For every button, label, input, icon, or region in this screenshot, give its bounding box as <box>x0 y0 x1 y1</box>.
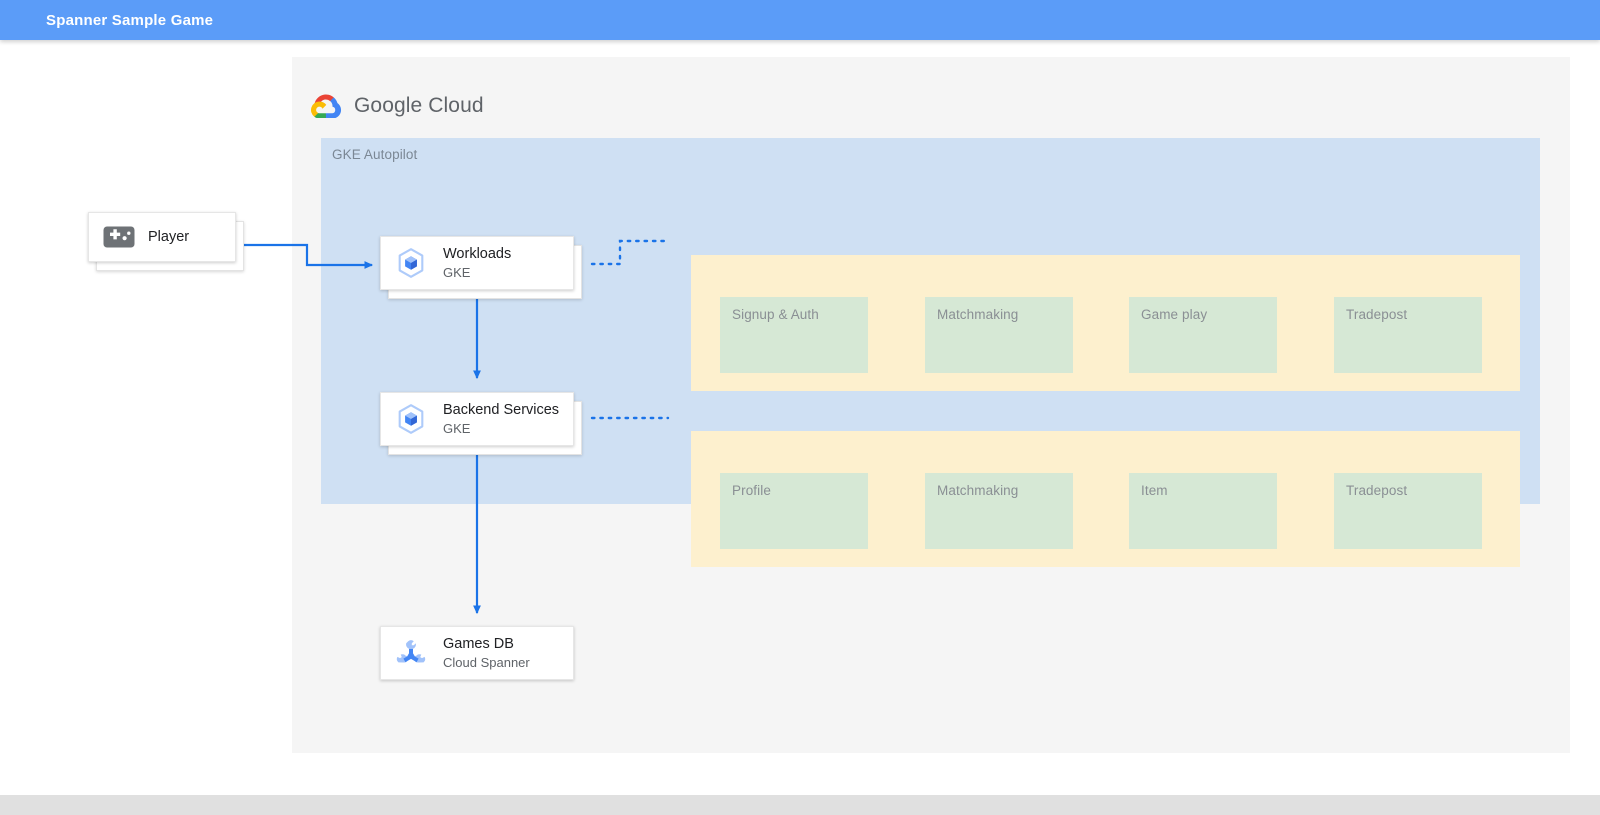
page-title: Spanner Sample Game <box>46 11 214 29</box>
gamepad-icon <box>103 225 135 249</box>
service-box-label: Item <box>1141 483 1168 498</box>
gke-autopilot-label: GKE Autopilot <box>332 147 418 162</box>
app-header-bar: Spanner Sample Game <box>0 0 1600 40</box>
node-title: Backend Services <box>443 401 560 418</box>
node-workloads[interactable]: Workloads GKE <box>380 236 582 299</box>
service-box-label: Matchmaking <box>937 307 1019 322</box>
node-games-db[interactable]: Games DB Cloud Spanner <box>380 626 574 680</box>
node-card-text: Player <box>148 229 189 246</box>
service-box-label: Game play <box>1141 307 1208 322</box>
node-card[interactable]: Games DB Cloud Spanner <box>380 626 574 680</box>
architecture-diagram-panel: Google Cloud GKE Autopilot Signup & Auth… <box>292 57 1570 753</box>
google-cloud-logo-icon <box>310 93 342 118</box>
service-box: Matchmaking <box>925 297 1073 373</box>
service-box-label: Matchmaking <box>937 483 1019 498</box>
node-backend-services[interactable]: Backend Services GKE <box>380 392 582 455</box>
node-title: Player <box>148 228 190 245</box>
footer-strip <box>0 795 1600 815</box>
service-box: Game play <box>1129 297 1277 373</box>
gke-autopilot-panel: GKE Autopilot Signup & Auth Matchmaking … <box>321 138 1540 567</box>
service-group-backend: Profile Matchmaking Item Tradepost <box>691 431 1520 567</box>
node-card-text: Games DB Cloud Spanner <box>443 636 530 671</box>
node-card-text: Backend Services GKE <box>443 402 559 437</box>
brand-name-cloud: Cloud <box>428 93 484 117</box>
node-card-text: Workloads GKE <box>443 246 511 281</box>
node-card[interactable]: Workloads GKE <box>380 236 574 290</box>
service-box: Profile <box>720 473 868 549</box>
node-subtitle: GKE <box>443 264 471 280</box>
service-box: Signup & Auth <box>720 297 868 373</box>
google-cloud-wordmark: Google Cloud <box>354 94 484 118</box>
node-player[interactable]: Player <box>88 212 244 271</box>
cloud-spanner-icon <box>393 635 429 671</box>
node-subtitle: Cloud Spanner <box>443 654 530 670</box>
service-group-workloads: Signup & Auth Matchmaking Game play Trad… <box>691 255 1520 391</box>
service-box: Tradepost <box>1334 473 1482 549</box>
node-card[interactable]: Player <box>88 212 236 262</box>
node-subtitle: GKE <box>443 420 471 436</box>
brand-name-google: Google <box>354 93 423 117</box>
node-card[interactable]: Backend Services GKE <box>380 392 574 446</box>
service-box: Tradepost <box>1334 297 1482 373</box>
node-title: Workloads <box>443 245 512 262</box>
service-box: Matchmaking <box>925 473 1073 549</box>
google-cloud-header: Google Cloud <box>310 93 484 118</box>
gke-icon <box>393 245 429 281</box>
service-box-label: Tradepost <box>1346 483 1408 498</box>
service-box-label: Signup & Auth <box>732 307 819 322</box>
service-box-label: Profile <box>732 483 771 498</box>
gke-icon <box>393 401 429 437</box>
node-title: Games DB <box>443 635 514 652</box>
service-box-label: Tradepost <box>1346 307 1408 322</box>
service-box: Item <box>1129 473 1277 549</box>
